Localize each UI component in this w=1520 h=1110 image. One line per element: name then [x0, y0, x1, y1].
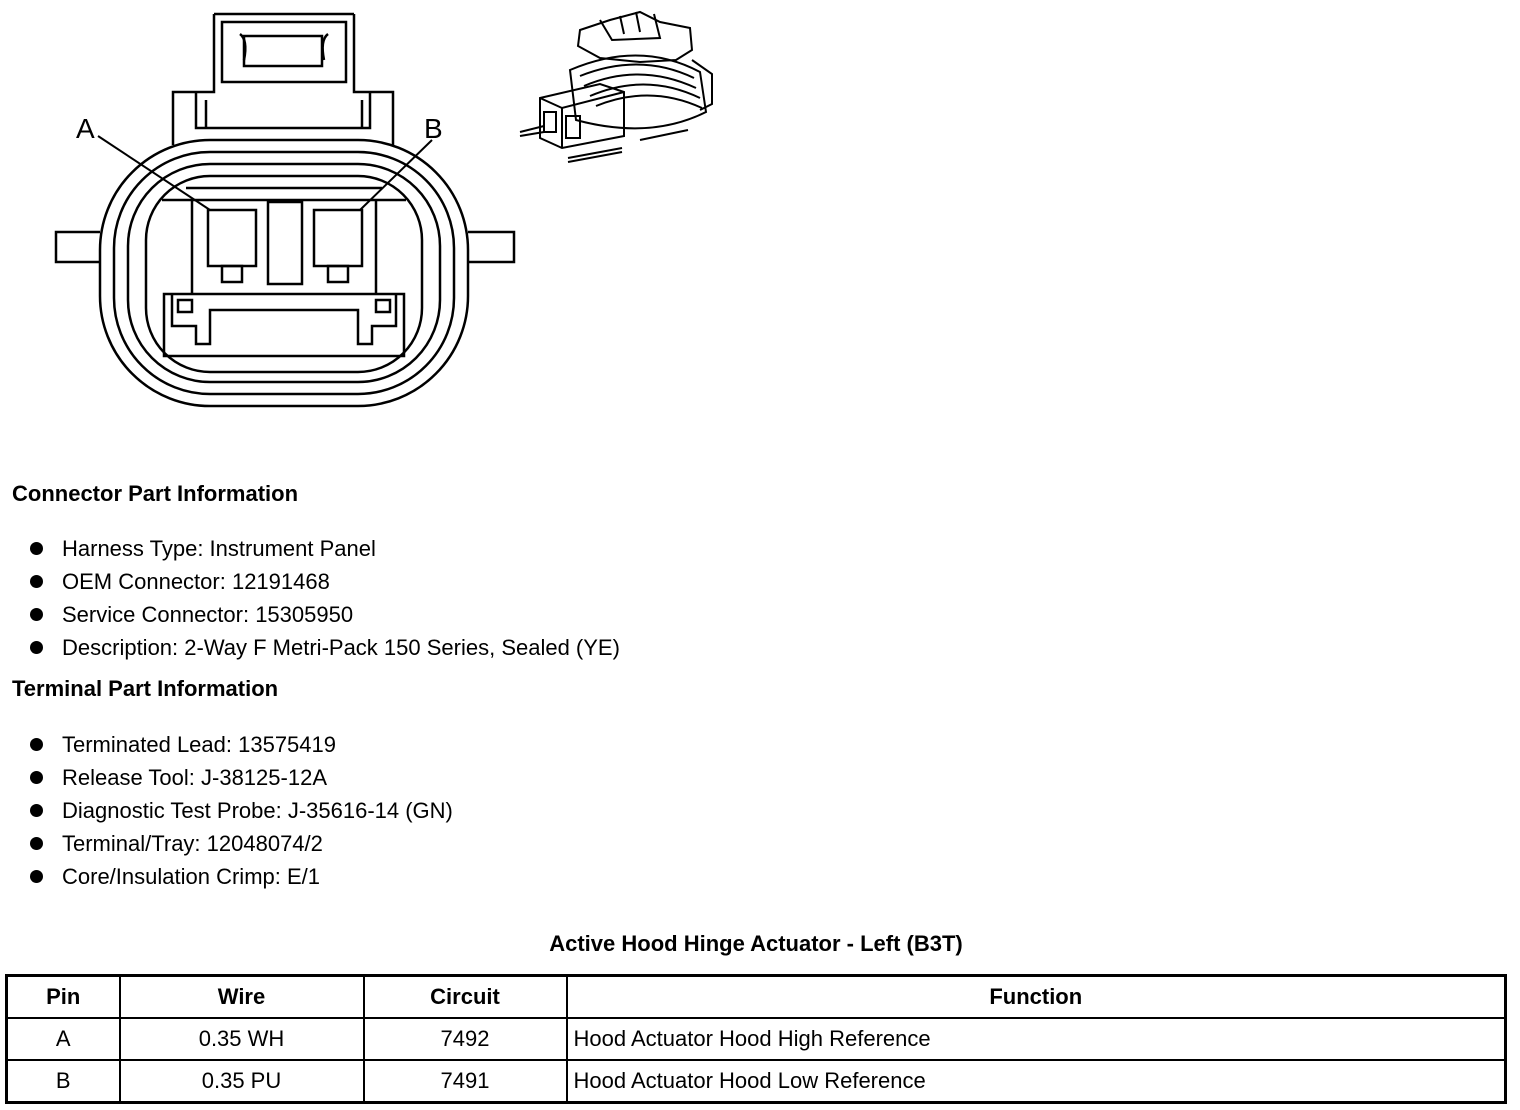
table-row: A 0.35 WH 7492 Hood Actuator Hood High R… [5, 1017, 1507, 1061]
cell-circuit: 7492 [362, 1017, 568, 1061]
bullet-icon [30, 608, 43, 621]
table-title: Active Hood Hinge Actuator - Left (B3T) [549, 931, 963, 956]
list-item: Description: 2-Way F Metri-Pack 150 Seri… [0, 631, 620, 664]
table-header-row: Pin Wire Circuit Function [5, 974, 1507, 1019]
cell-pin: A [5, 1017, 121, 1061]
connector-part-info-list: Harness Type: Instrument Panel OEM Conne… [0, 532, 620, 664]
terminal-part-info-heading: Terminal Part Information [12, 676, 279, 701]
terminal-part-info-list: Terminated Lead: 13575419 Release Tool: … [0, 728, 453, 893]
bullet-icon [30, 837, 43, 850]
list-item: Terminated Lead: 13575419 [0, 728, 453, 761]
column-header-function: Function [565, 974, 1507, 1019]
column-header-wire: Wire [118, 974, 365, 1019]
bullet-icon [30, 641, 43, 654]
bullet-icon [30, 738, 43, 751]
list-item: OEM Connector: 12191468 [0, 565, 620, 598]
bullet-icon [30, 771, 43, 784]
column-header-circuit: Circuit [362, 974, 568, 1019]
cell-function: Hood Actuator Hood Low Reference [565, 1059, 1507, 1104]
pin-table: Pin Wire Circuit Function A 0.35 WH 7492… [5, 974, 1507, 1104]
table-row: B 0.35 PU 7491 Hood Actuator Hood Low Re… [5, 1059, 1507, 1104]
cell-wire: 0.35 PU [118, 1059, 365, 1104]
column-header-pin: Pin [5, 974, 121, 1019]
list-item: Service Connector: 15305950 [0, 598, 620, 631]
bullet-icon [30, 870, 43, 883]
connector-isometric-view [519, 10, 713, 163]
list-item: Terminal/Tray: 12048074/2 [0, 827, 453, 860]
pin-label-b: B [424, 113, 443, 144]
list-item: Harness Type: Instrument Panel [0, 532, 620, 565]
bullet-icon [30, 575, 43, 588]
bullet-icon [30, 804, 43, 817]
cell-pin: B [5, 1059, 121, 1104]
cell-function: Hood Actuator Hood High Reference [565, 1017, 1507, 1061]
list-item: Core/Insulation Crimp: E/1 [0, 860, 453, 893]
bullet-icon [30, 542, 43, 555]
connector-part-info-heading: Connector Part Information [12, 481, 299, 506]
list-item: Release Tool: J-38125-12A [0, 761, 453, 794]
pin-label-a: A [76, 113, 95, 144]
connector-diagram: A B [54, 10, 713, 408]
cell-wire: 0.35 WH [118, 1017, 365, 1061]
cell-circuit: 7491 [362, 1059, 568, 1104]
list-item: Diagnostic Test Probe: J-35616-14 (GN) [0, 794, 453, 827]
